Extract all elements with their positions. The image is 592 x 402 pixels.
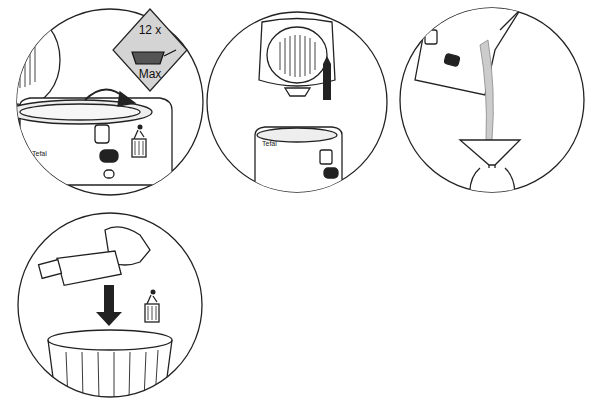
max-text: Max [112, 68, 188, 80]
fryer-pouring [415, 0, 520, 200]
bottle-into-bin [39, 227, 172, 400]
step-circle [18, 213, 202, 397]
trash-icon [145, 290, 159, 323]
trash-icon [132, 125, 146, 158]
count-text: 12 x [112, 24, 188, 36]
badge-diamond: 12 x Max [112, 8, 188, 92]
brand-label: Tefal [32, 150, 47, 157]
fryer-lid-lifted [255, 19, 342, 196]
brand-label: Tefal [262, 140, 277, 147]
